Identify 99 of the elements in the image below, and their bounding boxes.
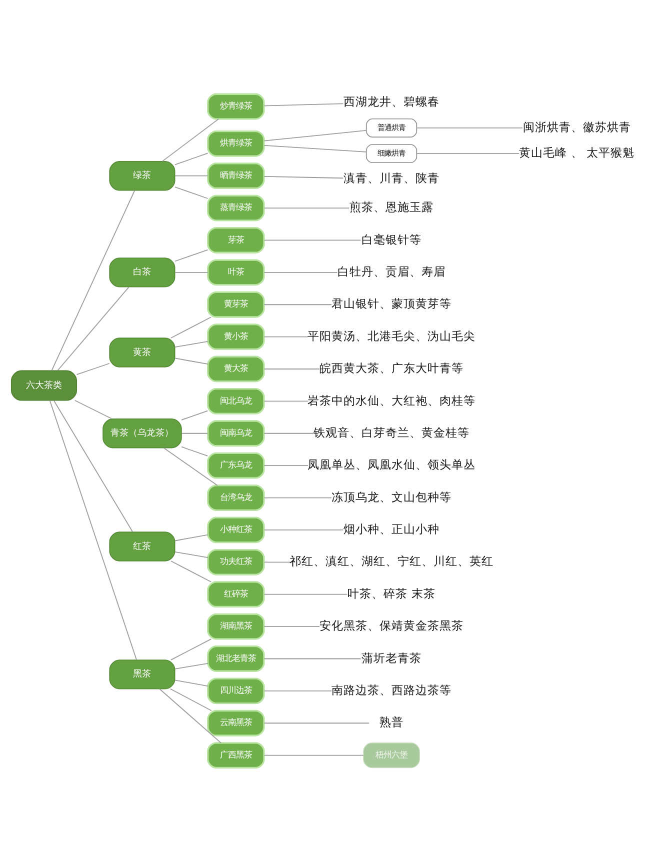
node-box: 蒸青绿茶 bbox=[207, 194, 265, 222]
node-box: 台湾乌龙 bbox=[207, 484, 265, 511]
connector bbox=[264, 690, 332, 692]
node-text: 铁观音、白芽奇兰、黄金桂等 bbox=[314, 425, 470, 440]
node-text: 烟小种、正山小种 bbox=[344, 522, 440, 536]
connector bbox=[264, 465, 308, 466]
connector bbox=[170, 638, 212, 660]
node-text: 黄山毛峰 、 太平猴魁 bbox=[519, 146, 634, 160]
connector bbox=[174, 662, 208, 670]
connector bbox=[162, 118, 220, 162]
node-box: 广西黑茶 bbox=[207, 742, 265, 769]
node-box: 炒青绿茶 bbox=[207, 93, 265, 120]
connector bbox=[264, 336, 308, 338]
connector bbox=[174, 358, 208, 365]
node-box: 晒青绿茶 bbox=[207, 162, 265, 190]
node-text: 白牡丹、贡眉、寿眉 bbox=[338, 264, 446, 278]
connector bbox=[264, 304, 332, 306]
connector bbox=[174, 249, 208, 262]
connector bbox=[264, 130, 367, 142]
node-box: 闽南乌龙 bbox=[207, 420, 265, 447]
node-box: 叶茶 bbox=[207, 259, 265, 286]
node-box: 黄小茶 bbox=[207, 324, 265, 350]
connector bbox=[57, 286, 130, 371]
node-text: 君山银针、蒙顶黄芽等 bbox=[332, 296, 452, 311]
node-text: 蒲圻老青茶 bbox=[362, 650, 422, 665]
node-box: 细嫩烘青 bbox=[366, 144, 418, 164]
node-box: 黄茶 bbox=[109, 338, 176, 368]
connector bbox=[264, 497, 332, 498]
connector bbox=[181, 410, 208, 420]
connector bbox=[74, 400, 112, 420]
node-text: 皖西黄大茶、广东大叶青等 bbox=[320, 361, 464, 376]
connector bbox=[174, 680, 208, 686]
connector bbox=[416, 153, 520, 154]
node-box: 普通烘青 bbox=[366, 118, 418, 138]
node-box: 白茶 bbox=[109, 258, 176, 288]
node-box: 青茶（乌龙茶） bbox=[102, 418, 182, 448]
connector bbox=[174, 272, 208, 273]
node-box: 绿茶 bbox=[109, 160, 176, 191]
connector bbox=[49, 400, 137, 660]
connector bbox=[264, 144, 367, 152]
connector bbox=[174, 341, 208, 348]
node-box: 闽北乌龙 bbox=[207, 388, 265, 414]
connector bbox=[264, 626, 320, 627]
connector bbox=[76, 362, 110, 376]
node-text: 平阳黄汤、北港毛尖、沩山毛尖 bbox=[308, 328, 476, 343]
node-text: 安化黑茶、保靖黄金茶黑茶 bbox=[320, 618, 464, 633]
node-box: 黄芽茶 bbox=[207, 291, 265, 318]
node-text: 闽浙烘青、徽苏烘青 bbox=[522, 120, 631, 134]
node-box: 湖南黑茶 bbox=[207, 613, 265, 640]
connector bbox=[51, 190, 136, 371]
connector bbox=[264, 272, 338, 273]
connector bbox=[170, 688, 212, 712]
node-box: 广东乌龙 bbox=[207, 452, 265, 479]
connector bbox=[264, 400, 308, 402]
connector bbox=[264, 240, 362, 241]
node-box: 小种红茶 bbox=[207, 516, 265, 544]
node-text: 白毫银针等 bbox=[362, 232, 422, 246]
connector bbox=[170, 316, 212, 338]
node-text: 熟普 bbox=[380, 715, 404, 730]
node-text: 南路边茶、西路边茶等 bbox=[332, 682, 452, 697]
node-box: 六大茶类 bbox=[10, 370, 78, 401]
connector bbox=[163, 447, 218, 486]
node-text: 冻顶乌龙、文山包种等 bbox=[332, 490, 452, 504]
node-text: 西湖龙井、碧螺春 bbox=[344, 94, 440, 108]
connector bbox=[264, 722, 370, 724]
connector bbox=[181, 446, 208, 456]
connector bbox=[170, 560, 212, 582]
connector bbox=[264, 754, 364, 756]
node-text: 凤凰单丛、凤凰水仙、领头单丛 bbox=[308, 458, 476, 472]
node-box: 黑茶 bbox=[109, 660, 176, 690]
node-box: 四川边茶 bbox=[207, 678, 265, 704]
connector bbox=[264, 368, 320, 370]
connector bbox=[174, 534, 208, 542]
connector bbox=[264, 103, 344, 106]
node-text: 祁红、滇红、湖红、宁红、川红、英红 bbox=[290, 554, 494, 568]
connector bbox=[174, 186, 208, 199]
node-text: 岩茶中的水仙、大红袍、肉桂等 bbox=[308, 393, 476, 408]
connector bbox=[264, 658, 362, 660]
node-text: 滇青、川青、陕青 bbox=[344, 171, 440, 186]
connector bbox=[174, 175, 208, 176]
node-box: 红茶 bbox=[109, 532, 176, 562]
connector bbox=[264, 594, 348, 595]
node-box: 黄大茶 bbox=[207, 356, 265, 382]
connector bbox=[264, 432, 314, 434]
connector bbox=[264, 176, 344, 179]
node-text: 叶茶、碎茶 末茶 bbox=[348, 586, 436, 600]
connector bbox=[53, 400, 134, 532]
node-box: 芽茶 bbox=[207, 227, 265, 254]
node-box: 红碎茶 bbox=[207, 581, 265, 608]
node-box: 云南黑茶 bbox=[207, 710, 265, 736]
connector bbox=[174, 551, 208, 558]
node-box: 功夫红茶 bbox=[207, 548, 265, 576]
connector bbox=[174, 152, 208, 166]
node-box: 湖北老青茶 bbox=[207, 646, 265, 672]
node-box: 梧州六堡 bbox=[363, 742, 420, 768]
node-text: 煎茶、恩施玉露 bbox=[350, 200, 434, 214]
connector bbox=[264, 562, 291, 563]
node-box: 烘青绿茶 bbox=[207, 130, 265, 157]
connector bbox=[181, 432, 208, 434]
